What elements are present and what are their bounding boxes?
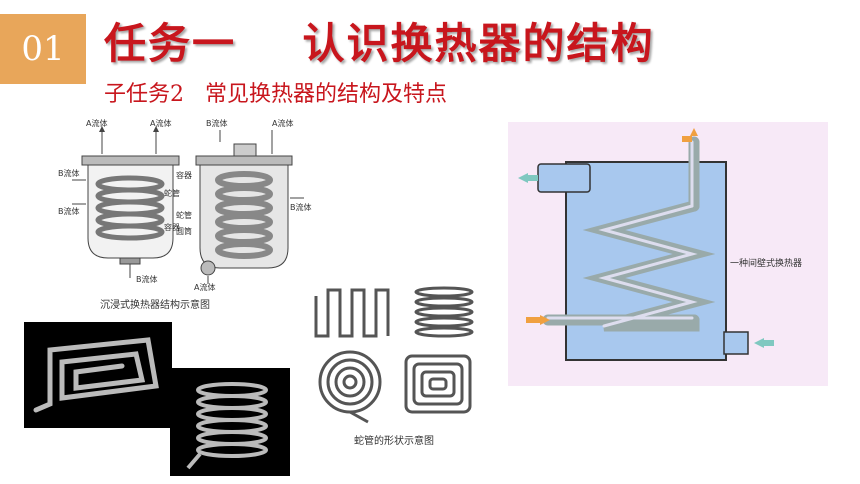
right-inlet-arrow-icon — [754, 338, 764, 348]
label-container-right: 容器 — [176, 170, 192, 180]
label-b-fluid-left-side: B流体 — [58, 206, 80, 216]
label-b-fluid-bottom: B流体 — [136, 274, 158, 284]
label-b-fluid-right-top: B流体 — [206, 118, 228, 128]
rectangular-coil-photo — [24, 322, 172, 428]
label-coil-right: 蛇管 — [176, 210, 192, 220]
spring-coil-shape — [414, 286, 474, 338]
label-coil-left: 蛇管 — [164, 188, 180, 198]
helical-coil-photo — [170, 368, 290, 476]
section-number-badge: 01 — [0, 14, 86, 84]
immersed-heat-exchanger-figure: A流体 A流体 B流体 B流体 B流体 蛇管 容器 B流体 A流体 容器 蛇管 … — [58, 118, 313, 318]
label-a-fluid-left: A流体 — [86, 118, 107, 128]
square-coil-shape — [404, 354, 472, 414]
wall-heat-exchanger-figure: 一种间壁式换热器 — [508, 122, 828, 386]
left-vessel-diagram — [72, 126, 180, 278]
coil-shapes-caption: 蛇管的形状示意图 — [354, 434, 434, 447]
label-cylinder: 圆筒 — [176, 226, 192, 236]
immersed-figure-caption: 沉浸式换热器结构示意图 — [100, 298, 210, 311]
coil-shapes-figure: 蛇管的形状示意图 — [312, 280, 488, 456]
outlet-arrow-icon — [690, 128, 698, 136]
label-b-fluid-right-side: B流体 — [290, 202, 312, 212]
label-a-fluid-right-bottom: A流体 — [194, 282, 215, 292]
wall-figure-caption: 一种间壁式换热器 — [730, 257, 802, 269]
label-a-fluid-right-top: A流体 — [272, 118, 293, 128]
label-b-fluid-left-top: B流体 — [58, 168, 80, 178]
spiral-coil-shape — [318, 350, 382, 424]
right-vessel-diagram — [195, 130, 304, 284]
serpentine-coil-shape — [314, 288, 390, 338]
label-container-left: 容器 — [164, 222, 180, 232]
page-subtitle: 子任务2 常见换热器的结构及特点 — [104, 82, 447, 107]
page-title: 任务一 认识换热器的结构 — [104, 19, 655, 68]
left-outlet-arrow-icon — [518, 173, 528, 183]
inlet-arrow-icon — [540, 315, 550, 325]
label-a-fluid-right: A流体 — [150, 118, 171, 128]
